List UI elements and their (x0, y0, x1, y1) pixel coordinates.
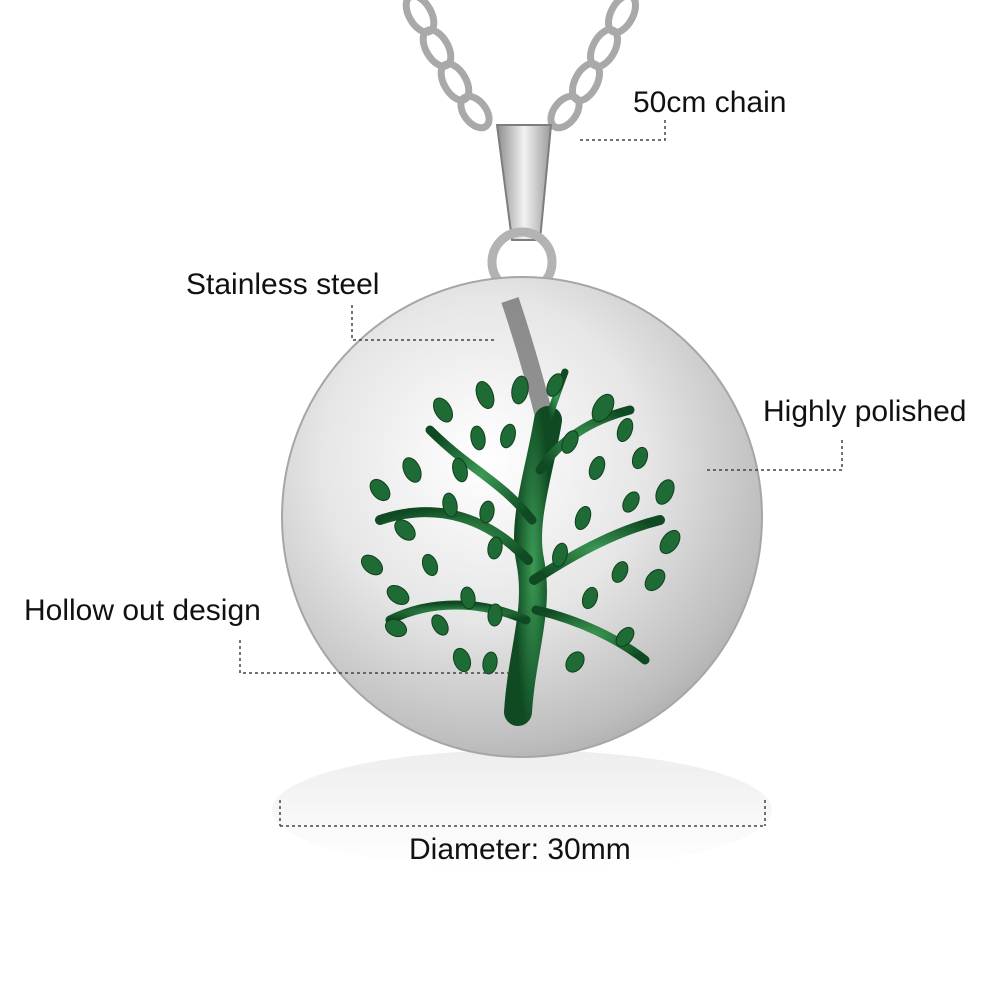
polished-callout-line (705, 440, 843, 471)
pendant-reflection (272, 750, 772, 870)
tree-of-life-pendant (281, 276, 763, 758)
chain-callout-line (580, 120, 666, 141)
hollow-callout-line (239, 640, 510, 674)
pendant-bail (487, 124, 557, 297)
material-label: Stainless steel (186, 268, 380, 301)
diameter-label: Diameter: 30mm (409, 833, 631, 866)
design-label: Hollow out design (24, 594, 261, 627)
tree-leaves (360, 373, 681, 675)
tree-icon (375, 368, 665, 726)
chain-length-label: 50cm chain (633, 86, 787, 119)
callout-lines (239, 120, 843, 827)
finish-label: Highly polished (763, 395, 967, 428)
chain (402, 0, 640, 132)
